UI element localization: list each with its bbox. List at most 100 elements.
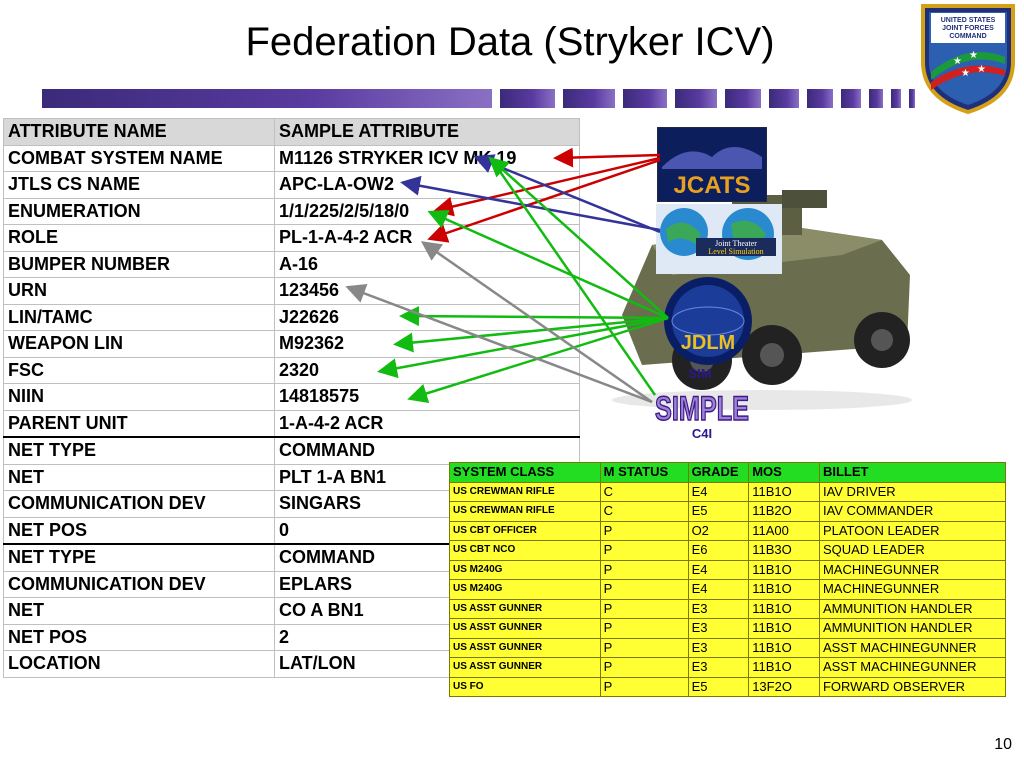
system-class-cell: US CREWMAN RIFLE <box>449 501 601 522</box>
system-class-cell: US CBT OFFICER <box>449 520 601 541</box>
billet-cell: MACHINEGUNNER <box>818 559 1007 580</box>
grade-cell: E3 <box>687 618 750 639</box>
billet-cell: MACHINEGUNNER <box>818 579 1007 600</box>
system-class-cell: US CREWMAN RIFLE <box>449 481 601 502</box>
attribute-name-cell: PARENT UNIT <box>3 409 275 438</box>
jtls-logo: Joint Theater Level Simulation <box>656 204 782 274</box>
attribute-name-cell: NET TYPE <box>3 543 275 572</box>
attribute-name-cell: LIN/TAMC <box>3 303 275 331</box>
system-class-cell: US ASST GUNNER <box>449 637 601 658</box>
grade-cell: E4 <box>687 481 750 502</box>
header-bar <box>909 89 915 108</box>
grade-cell: E4 <box>687 579 750 600</box>
m-status-cell: P <box>599 618 689 639</box>
grade-cell: GRADE <box>687 462 750 483</box>
svg-text:COMMAND: COMMAND <box>949 33 986 40</box>
grade-cell: E5 <box>687 501 750 522</box>
billet-cell: SQUAD LEADER <box>818 540 1007 561</box>
grade-cell: E6 <box>687 540 750 561</box>
billet-cell: BILLET <box>818 462 1007 483</box>
header-bar <box>841 89 861 108</box>
attribute-value-cell: M1126 STRYKER ICV MK 19 <box>274 144 580 172</box>
billet-cell: PLATOON LEADER <box>818 520 1007 541</box>
system-class-cell: SYSTEM CLASS <box>449 462 601 483</box>
grade-cell: O2 <box>687 520 750 541</box>
system-class-cell: US M240G <box>449 559 601 580</box>
header-bar <box>42 89 492 108</box>
mos-cell: 11B2O <box>748 501 820 522</box>
m-status-cell: P <box>599 598 689 619</box>
mos-cell: 11B1O <box>748 637 820 658</box>
svg-text:C4I: C4I <box>692 426 712 441</box>
attribute-name-cell: NET TYPE <box>3 436 275 465</box>
mos-cell: 11B1O <box>748 481 820 502</box>
header-bar <box>563 89 615 108</box>
system-class-cell: US ASST GUNNER <box>449 618 601 639</box>
attribute-value-cell: SAMPLE ATTRIBUTE <box>274 118 580 146</box>
attribute-name-cell: COMMUNICATION DEV <box>3 570 275 598</box>
svg-text:★: ★ <box>961 68 970 79</box>
mos-cell: 11B1O <box>748 657 820 678</box>
mos-cell: 11B1O <box>748 618 820 639</box>
attribute-value-cell: COMMAND <box>274 436 580 465</box>
attribute-value-cell: M92362 <box>274 330 580 358</box>
billet-cell: IAV COMMANDER <box>818 501 1007 522</box>
page-number: 10 <box>994 736 1012 753</box>
attribute-name-cell: NET POS <box>3 623 275 651</box>
header-bar <box>675 89 717 108</box>
attribute-value-cell: A-16 <box>274 250 580 278</box>
jdlm-logo: JDLM <box>658 275 758 370</box>
attribute-name-cell: LOCATION <box>3 650 275 678</box>
attribute-name-cell: JTLS CS NAME <box>3 171 275 199</box>
attribute-name-cell: NET POS <box>3 516 275 545</box>
m-status-cell: M STATUS <box>599 462 689 483</box>
m-status-cell: P <box>599 540 689 561</box>
mos-cell: 13F2O <box>748 676 820 697</box>
attribute-name-cell: ATTRIBUTE NAME <box>3 118 275 146</box>
header-bar <box>769 89 799 108</box>
attribute-name-cell: URN <box>3 277 275 305</box>
m-status-cell: P <box>599 520 689 541</box>
grade-cell: E4 <box>687 559 750 580</box>
billet-cell: ASST MACHINEGUNNER <box>818 657 1007 678</box>
svg-text:JOINT FORCES: JOINT FORCES <box>942 25 994 32</box>
attribute-value-cell: PL-1-A-4-2 ACR <box>274 224 580 252</box>
header-bar <box>500 89 555 108</box>
m-status-cell: P <box>599 579 689 600</box>
header-bar <box>807 89 833 108</box>
mos-cell: 11B1O <box>748 559 820 580</box>
grade-cell: E3 <box>687 598 750 619</box>
svg-text:Level Simulation: Level Simulation <box>708 247 763 256</box>
billet-cell: AMMUNITION HANDLER <box>818 598 1007 619</box>
billet-cell: IAV DRIVER <box>818 481 1007 502</box>
header-bar <box>869 89 883 108</box>
header-bar-strip <box>42 89 915 108</box>
m-status-cell: C <box>599 481 689 502</box>
mos-cell: 11B1O <box>748 579 820 600</box>
svg-text:★: ★ <box>969 50 978 61</box>
svg-text:JDLM: JDLM <box>681 332 735 354</box>
m-status-cell: P <box>599 676 689 697</box>
billet-cell: AMMUNITION HANDLER <box>818 618 1007 639</box>
attribute-value-cell: APC-LA-OW2 <box>274 171 580 199</box>
attribute-value-cell: J22626 <box>274 303 580 331</box>
